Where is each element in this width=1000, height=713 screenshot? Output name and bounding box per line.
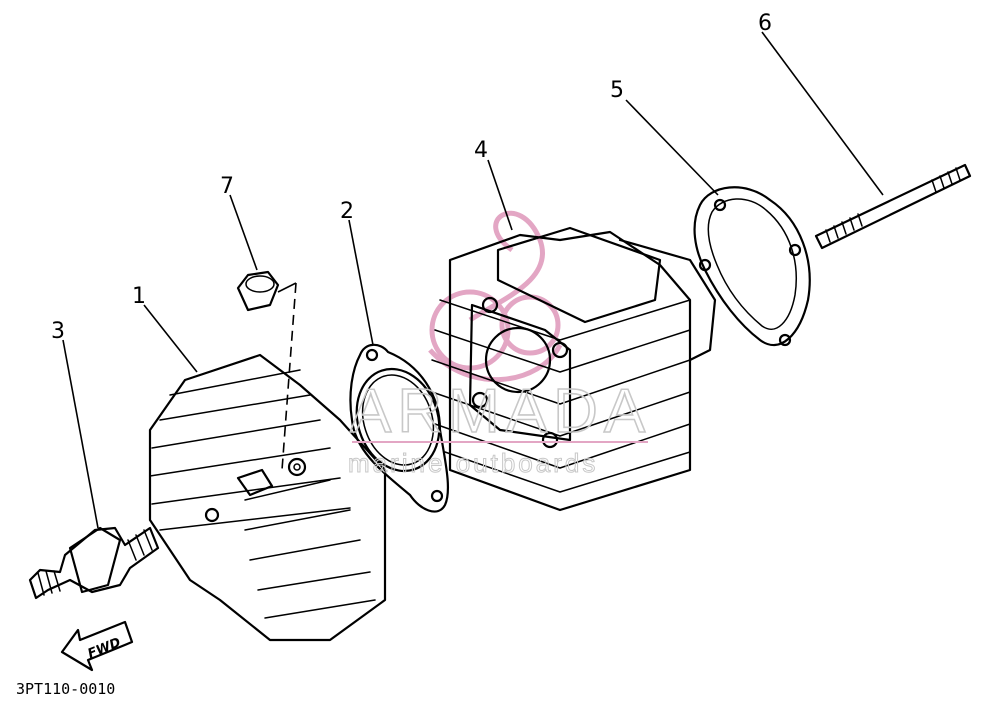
callout-6: 6 (758, 11, 772, 36)
callout-7: 7 (220, 174, 234, 199)
cylinder-head-part (148, 353, 387, 642)
watermark-tagline: marine outboards (348, 448, 598, 478)
callout-5: 5 (610, 78, 624, 103)
fwd-label: FWD (86, 635, 123, 662)
leader-lines (62, 31, 884, 529)
callout-4: 4 (474, 138, 488, 163)
spark-plug-part (28, 526, 160, 600)
nut-part (236, 270, 297, 471)
fwd-direction-arrow-icon: FWD (60, 620, 134, 672)
diagram-reference-code: 3PT110-0010 (16, 680, 115, 698)
watermark-brand: ARMADA (350, 377, 651, 446)
callout-3: 3 (51, 319, 65, 344)
cylinder-part (431, 226, 717, 512)
callout-2: 2 (340, 199, 354, 224)
callout-1: 1 (132, 284, 146, 309)
head-gasket-part (349, 343, 450, 513)
base-gasket-part (693, 186, 811, 347)
stud-bolt-part (814, 163, 972, 250)
